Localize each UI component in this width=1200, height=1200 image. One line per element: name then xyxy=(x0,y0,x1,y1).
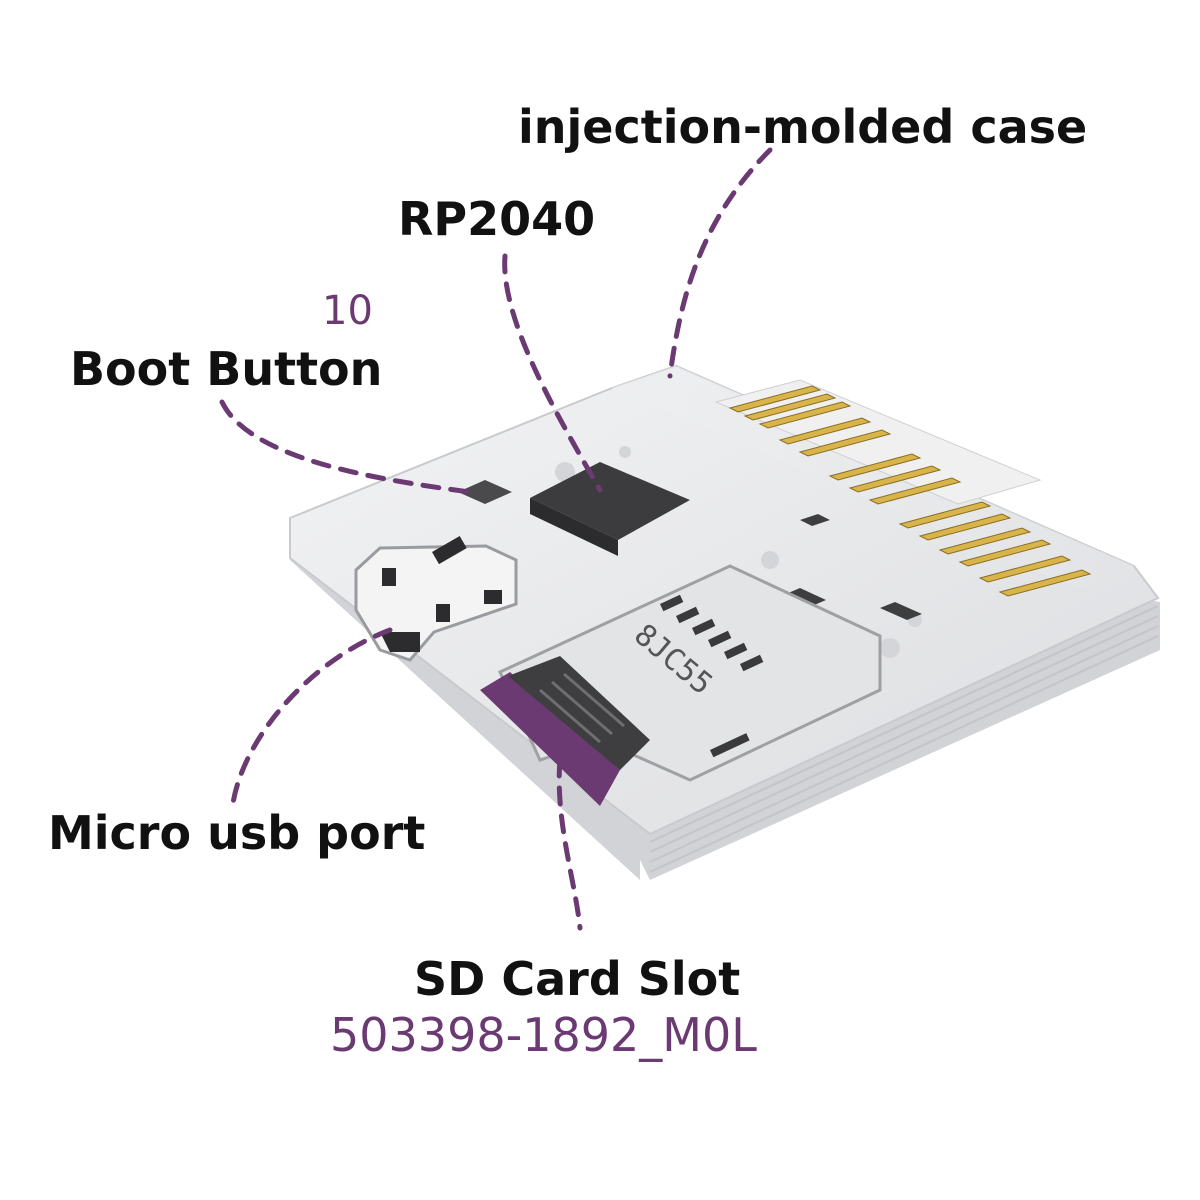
label-sd-card-slot: SD Card Slot xyxy=(414,952,741,1006)
label-boot-button: Boot Button xyxy=(70,342,383,396)
callout-rp2040 xyxy=(502,253,603,493)
sd-slot-pins xyxy=(659,594,764,758)
label-fragment: 10 xyxy=(322,288,373,334)
callout-boot xyxy=(219,399,473,495)
callout-usb xyxy=(229,627,393,813)
case-edge-lines xyxy=(649,605,1159,873)
sd-card-opening xyxy=(480,672,620,806)
component-3 xyxy=(800,514,830,526)
label-rp2040: RP2040 xyxy=(398,192,596,246)
boot-button-component xyxy=(458,480,512,504)
rp2040-chip xyxy=(530,462,690,540)
component-1 xyxy=(786,588,826,606)
label-micro-usb-port: Micro usb port xyxy=(48,806,426,860)
label-injection-molded-case: injection-molded case xyxy=(518,100,1088,154)
callout-sd xyxy=(556,757,583,931)
callout-lines xyxy=(219,147,773,931)
edge-connector xyxy=(714,379,1092,597)
label-sd-part-number: 503398-1892_M0L xyxy=(330,1008,757,1062)
callout-case xyxy=(667,147,773,379)
component-2 xyxy=(880,602,922,620)
